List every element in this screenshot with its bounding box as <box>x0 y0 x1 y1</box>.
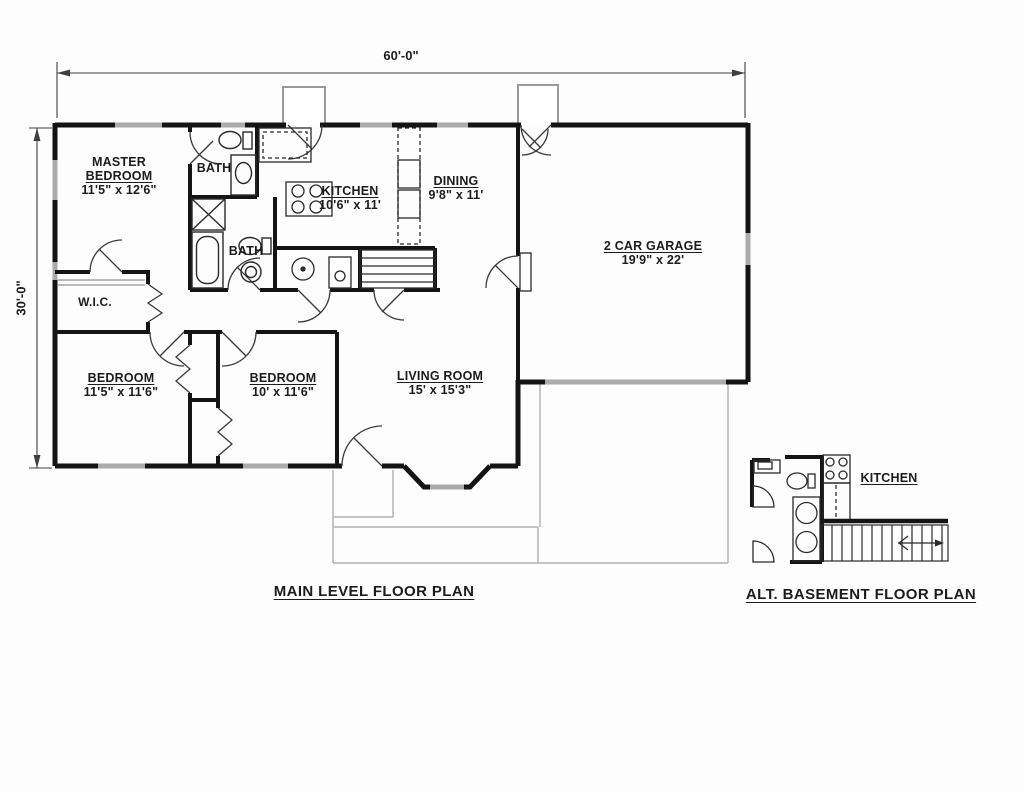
room-label-dining: DINING 9'8" x 11' <box>429 174 484 202</box>
room-size: 10' x 11'6" <box>251 385 315 399</box>
room-size: 9'8" x 11' <box>428 188 484 202</box>
alt-basement-walls <box>750 455 824 564</box>
room-label-master-bedroom: MASTER BEDROOM 11'5" x 12'6" <box>81 155 156 197</box>
room-label-bedroom-mid: BEDROOM 10' x 11'6" <box>250 371 317 399</box>
stairs-main <box>359 249 436 289</box>
room-name: LIVING ROOM <box>396 369 484 383</box>
room-name: BEDROOM <box>249 371 317 385</box>
main-plan-title: MAIN LEVEL FLOOR PLAN <box>273 583 475 600</box>
bifold-doors <box>146 283 233 457</box>
room-label-basement-kitchen: KITCHEN <box>861 471 918 485</box>
room-name: MASTER <box>92 155 146 169</box>
room-label-bedroom-left: BEDROOM 11'5" x 11'6" <box>84 371 159 399</box>
room-name: DINING <box>433 174 479 188</box>
room-name: W.I.C. <box>78 295 112 309</box>
room-label-bath-lower: BATH <box>229 244 264 258</box>
door-swings <box>89 124 552 467</box>
garage-fixtures <box>519 252 532 292</box>
porch-driveway-lines <box>332 384 729 564</box>
dimension-width-label: 60'-0" <box>383 48 419 63</box>
entry-vestibules <box>282 84 559 125</box>
room-name: KITCHEN <box>321 184 379 198</box>
wic-shelves <box>58 279 145 286</box>
room-label-wic: W.I.C. <box>78 295 112 309</box>
outer-walls <box>52 122 751 490</box>
room-size: 19'9" x 22' <box>621 253 685 267</box>
windows <box>52 122 751 490</box>
kitchen-fixtures <box>258 127 421 245</box>
room-label-garage: 2 CAR GARAGE 19'9" x 22' <box>604 239 702 267</box>
alt-plan-title: ALT. BASEMENT FLOOR PLAN <box>745 586 977 603</box>
room-label-bath-upper: BATH <box>197 161 232 175</box>
room-label-living-room: LIVING ROOM 15' x 15'3" <box>397 369 483 397</box>
room-name: KITCHEN <box>860 471 918 485</box>
bath-fixtures <box>191 130 272 289</box>
room-size: 11'5" x 11'6" <box>83 385 159 399</box>
room-name: BEDROOM <box>87 371 155 385</box>
laundry-fixtures <box>291 256 352 289</box>
alt-basement-stairs <box>821 518 949 562</box>
room-name: BEDROOM <box>85 169 153 183</box>
room-size: 15' x 15'3" <box>408 383 472 397</box>
room-name: 2 CAR GARAGE <box>603 239 703 253</box>
room-name: BATH <box>228 244 264 258</box>
dimension-depth-label: 30'-0" <box>13 280 29 316</box>
room-size: 10'6" x 11' <box>318 198 382 212</box>
room-label-kitchen: KITCHEN 10'6" x 11' <box>319 184 381 212</box>
room-size: 11'5" x 12'6" <box>81 183 157 197</box>
alt-basement-fixtures <box>752 454 851 563</box>
dimension-lines <box>29 62 746 469</box>
room-name: BATH <box>196 161 232 175</box>
